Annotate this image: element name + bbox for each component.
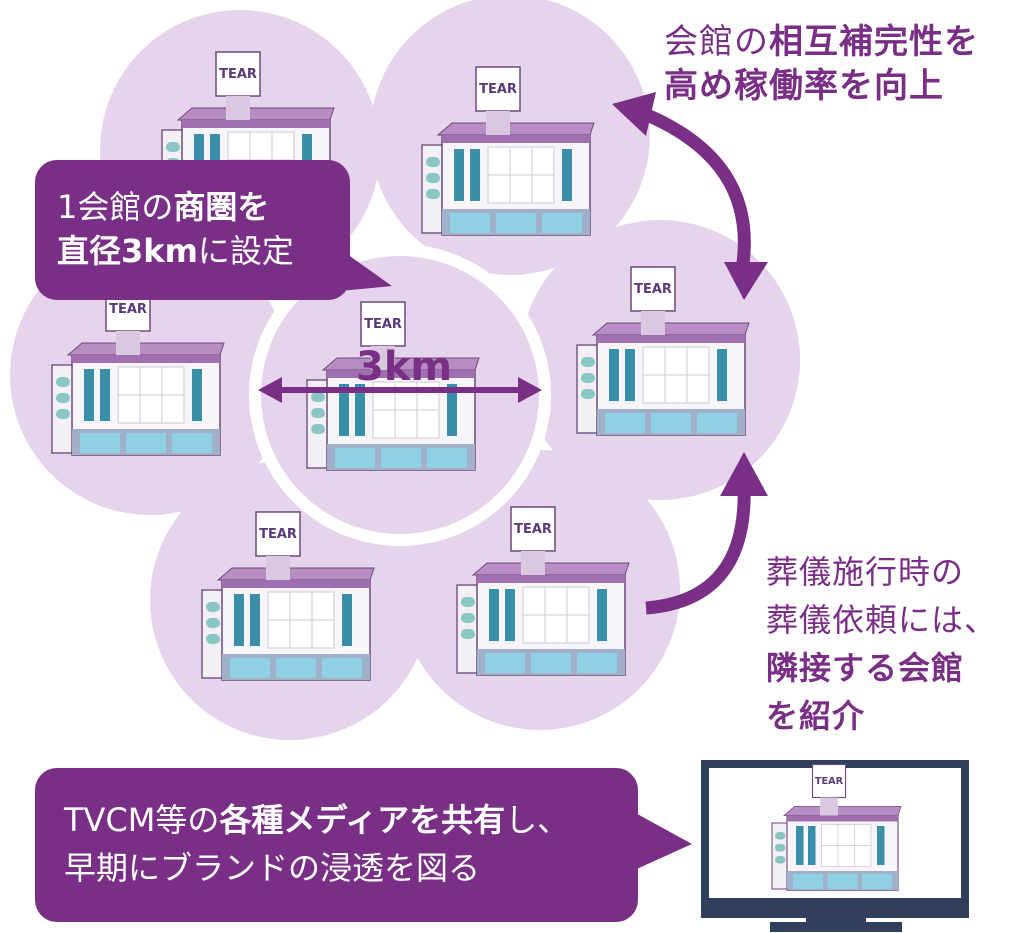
diameter-arrow xyxy=(258,377,542,403)
text-bold: 直径 xyxy=(57,232,122,270)
media-callout xyxy=(35,768,692,922)
text-line: TVCM等の xyxy=(64,801,220,839)
complement-arrow xyxy=(612,92,768,300)
text-line: し、 xyxy=(505,801,570,839)
text-bold: 各種メディアを共有 xyxy=(219,801,506,839)
tv-monitor-icon xyxy=(701,760,969,932)
text-bold: 3km xyxy=(121,232,198,270)
diameter-label: 3km xyxy=(356,344,452,390)
text-line: に設定 xyxy=(197,232,294,270)
text-line: 葬儀施行時の xyxy=(766,553,965,591)
complementarity-text: 会館の相互補完性を 高め稼働率を向上 xyxy=(664,20,979,108)
trade-area-callout xyxy=(35,160,392,300)
text-bold: 相互補完性を xyxy=(769,22,979,62)
text-line: 早期にブランドの浸透を図る xyxy=(64,849,481,887)
diameter-label-text: 3km xyxy=(356,344,453,390)
text-bold: 隣接する会館 xyxy=(766,649,965,687)
media-text: TVCM等の各種メディアを共有し、 早期にブランドの浸透を図る xyxy=(64,796,569,892)
text-line: 葬儀依頼には、 xyxy=(766,601,998,639)
trade-area-text: 1会館の商圏を 直径3kmに設定 xyxy=(57,185,294,273)
referral-arrow xyxy=(645,452,768,615)
text-bold: 商圏を xyxy=(173,188,270,226)
text-bold: を紹介 xyxy=(766,697,866,735)
text-line: 1会館の xyxy=(57,188,174,226)
text-bold: 高め稼働率を向上 xyxy=(664,66,944,106)
referral-text: 葬儀施行時の 葬儀依頼には、 隣接する会館 を紹介 xyxy=(766,548,997,740)
text-line: 会館の xyxy=(664,22,769,62)
